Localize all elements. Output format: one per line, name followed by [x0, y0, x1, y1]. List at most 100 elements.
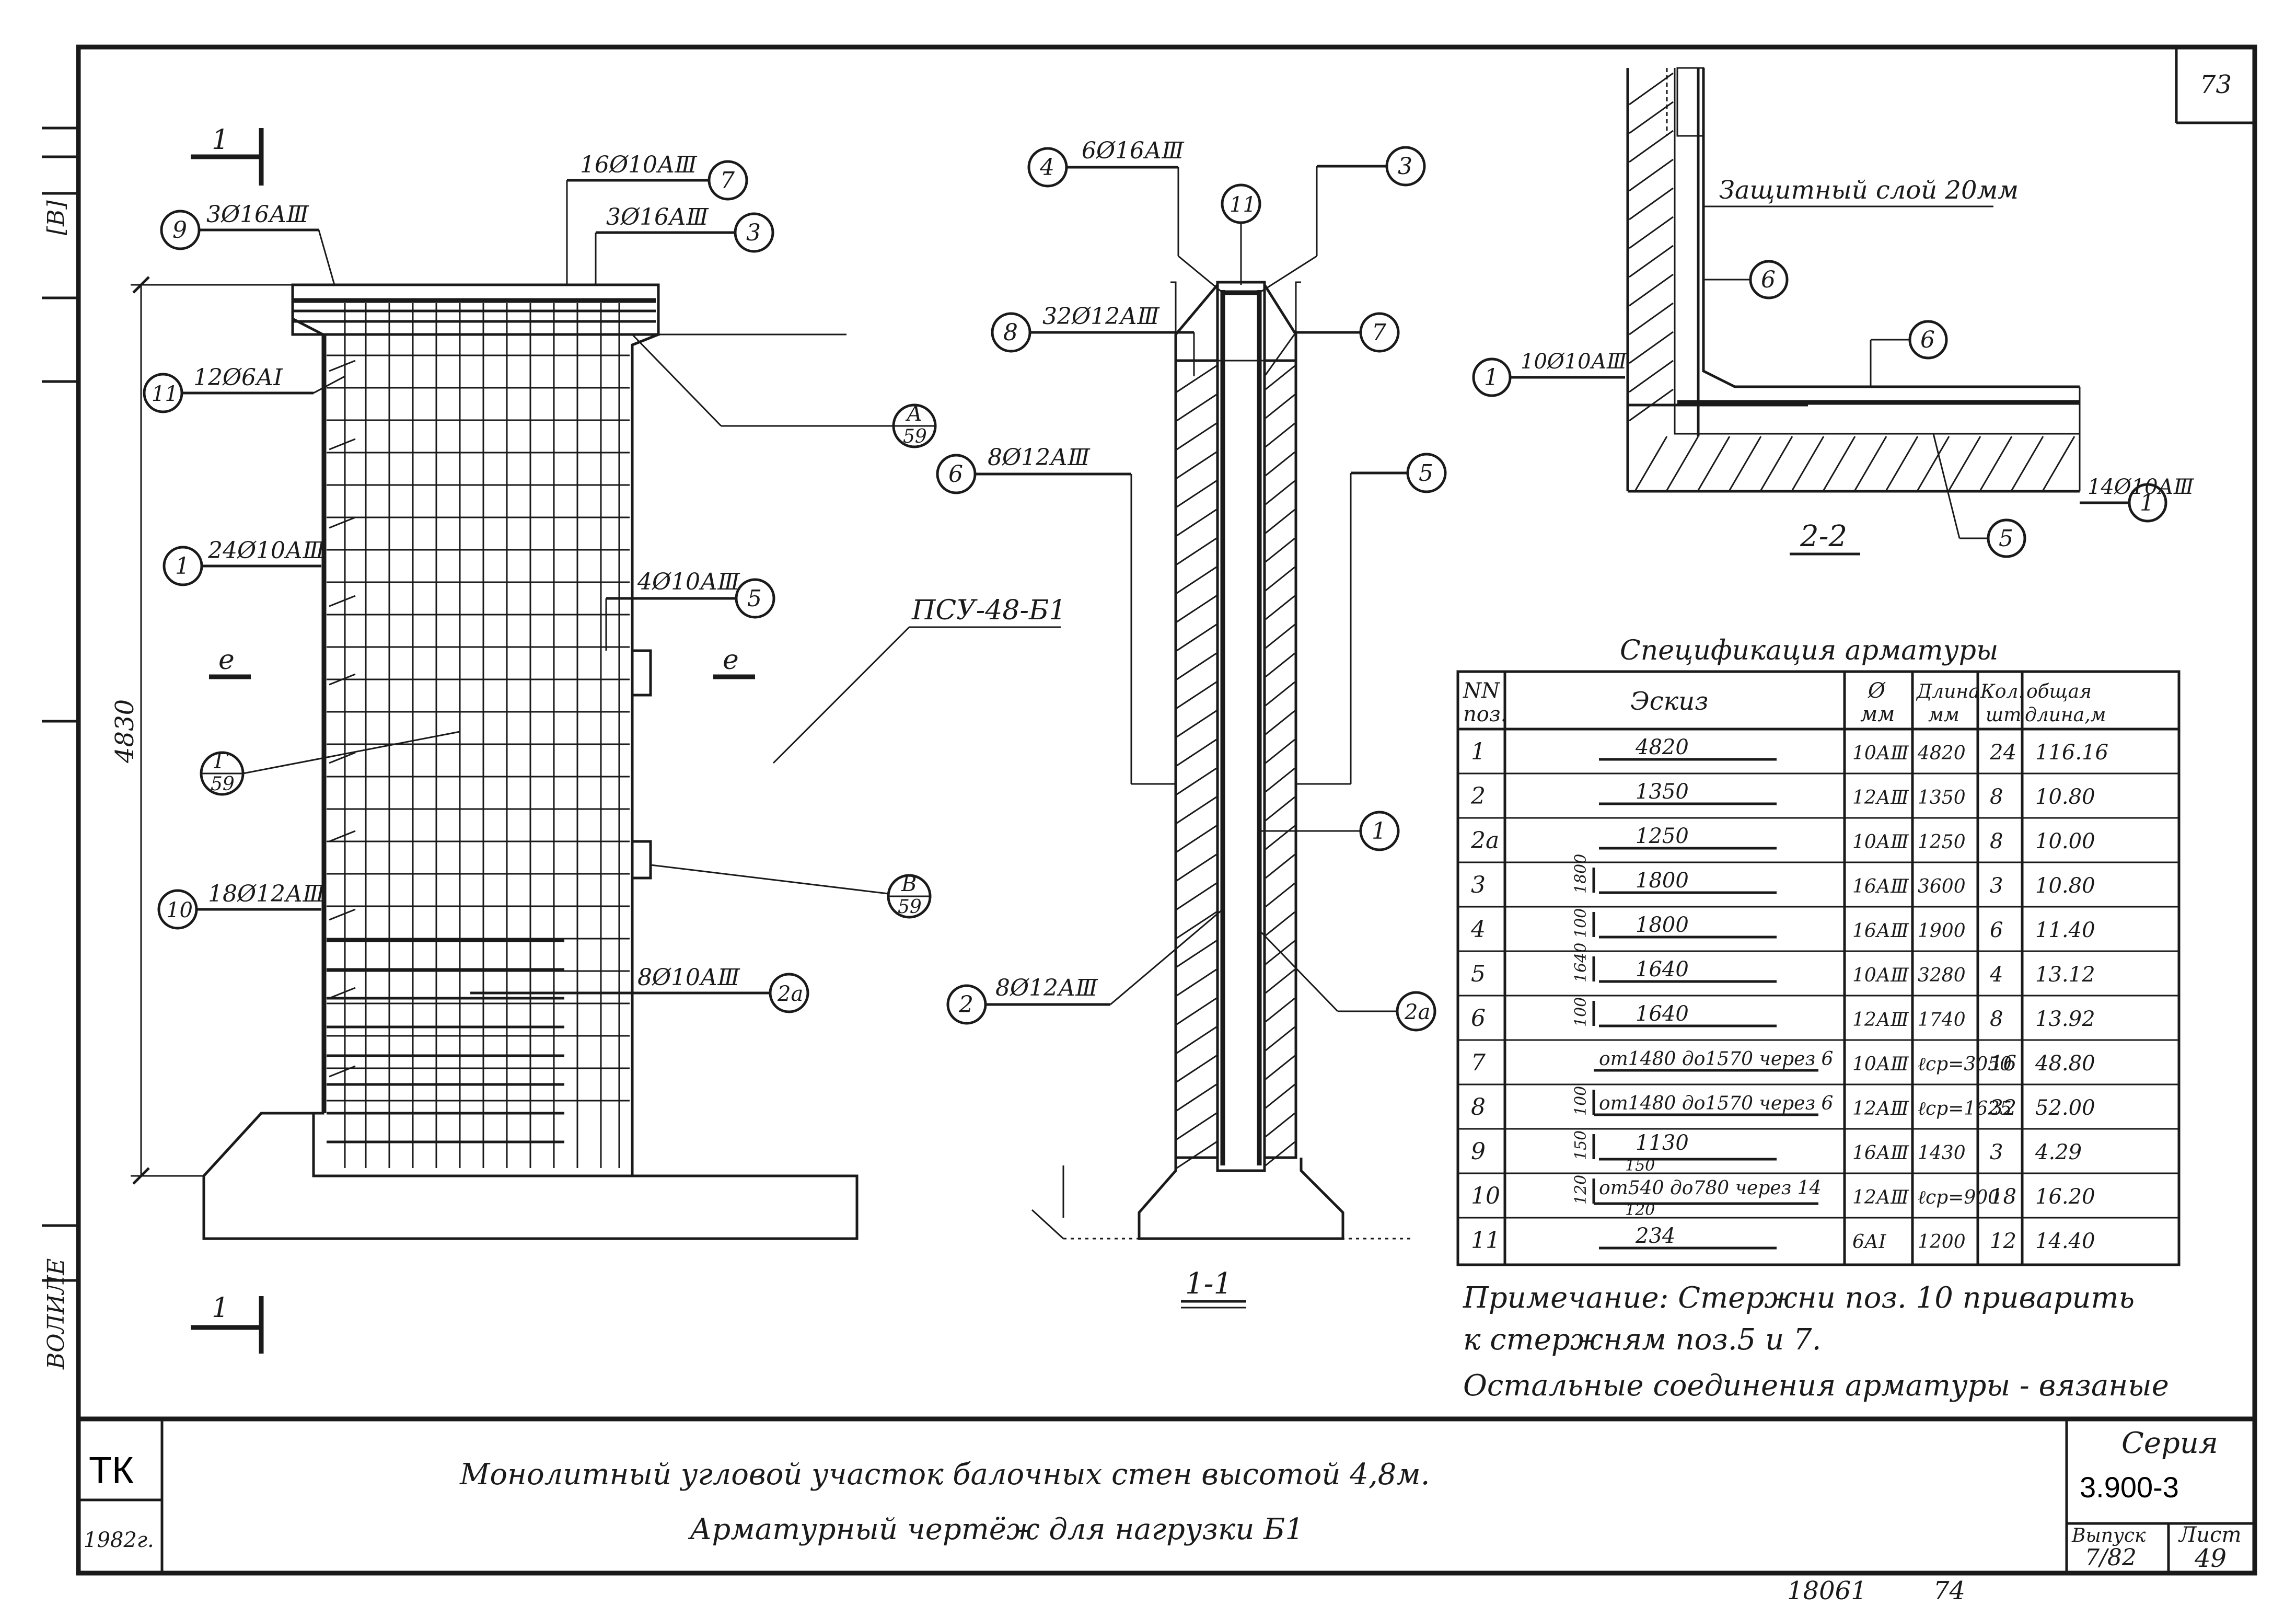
sec11-callout-11 [1221, 183, 1261, 285]
detail-ref-v-bottom: 59 [898, 896, 922, 918]
detail-ref-v-top: В [901, 872, 917, 896]
hatch-line [1265, 1026, 1295, 1052]
sec11-callout-4-text: 6Ø16АⅢ [1082, 137, 1185, 164]
row-sketch-side-dim: 1640 [1572, 943, 1590, 983]
sec11-callout-5-num: 5 [1419, 460, 1433, 487]
hatch-line [1176, 623, 1217, 652]
spec-header-qty-1: Кол. [1980, 681, 2024, 702]
section-mark-bottom-label: 1 [212, 1292, 229, 1324]
row-sketch-dim: 1640 [1636, 1002, 1689, 1026]
hatch-line [1265, 882, 1295, 908]
sec22-callout-1a-text: 10Ø10АⅢ [1521, 350, 1628, 374]
row-total: 10.80 [2035, 874, 2095, 898]
hatch-line [1666, 436, 1699, 491]
hatch-line [1634, 436, 1668, 491]
row-diameter: 10АⅢ [1852, 831, 1909, 853]
drawing-title-line-2: Арматурный чертёж для нагрузки Б1 [688, 1512, 1304, 1546]
hatch-line [1176, 595, 1217, 623]
hatch-line [1265, 509, 1295, 534]
hatch-line [1176, 911, 1217, 939]
hatch-line [1265, 681, 1295, 707]
sec22-callout-1b [2080, 483, 2167, 523]
row-total: 13.92 [2035, 1007, 2095, 1031]
row-total: 48.80 [2035, 1052, 2095, 1076]
row-sketch-side-dim: 100 [1572, 997, 1590, 1027]
sheet-number: 73 [2200, 70, 2232, 99]
detail-ref-a-top: А [905, 402, 922, 426]
row-pos: 9 [1471, 1138, 1486, 1165]
sec11-callout-5 [1296, 453, 1447, 785]
sec11-callout-3-num: 3 [1398, 153, 1412, 180]
section-2-2-drawing [1626, 67, 2081, 493]
hatch-line [1265, 710, 1295, 735]
hatch-line [1265, 825, 1295, 850]
row-length: ℓср=1625 [1918, 1098, 2012, 1119]
row-length: 4820 [1917, 743, 1966, 764]
bottom-code-left: 18061 [1787, 1576, 1867, 1606]
tie-mark [329, 516, 356, 529]
hatch-line [1629, 245, 1674, 278]
section-2-2-hatching [1629, 72, 2075, 491]
hatch-line [2011, 436, 2044, 491]
row-qty: 3 [1990, 1140, 2003, 1164]
row-sketch-dim: 1640 [1636, 957, 1689, 981]
row-length: 1350 [1918, 787, 1966, 808]
row-sketch-side-dim: 1800 [1572, 854, 1590, 894]
hatch-line [1176, 480, 1217, 508]
hatch-line [1176, 940, 1217, 968]
left-margin-vertical-text: ВОЛИЛЕ [43, 1258, 69, 1370]
callout-elev-1 [163, 546, 321, 586]
row-sketch-side-dim: 100 [1572, 908, 1590, 938]
section-1-1-title: 1-1 [1185, 1267, 1232, 1301]
spec-header-total-2: длина,м [2025, 704, 2106, 726]
callout-elev-9 [160, 210, 335, 285]
row-qty: 24 [1989, 741, 2016, 765]
detail-ref-g [200, 731, 460, 796]
spec-header-dia-2: мм [1860, 702, 1895, 726]
callout-elev-7-num: 7 [720, 167, 735, 194]
row-diameter: 16АⅢ [1852, 876, 1909, 897]
hatch-line [1265, 796, 1295, 822]
row-qty: 18 [1990, 1185, 2016, 1209]
tie-mark [329, 360, 356, 372]
row-sketch-side-dim: 100 [1572, 1086, 1590, 1116]
row-sketch-dim: 4820 [1635, 735, 1689, 759]
detail-ref-g-bottom: 59 [211, 773, 235, 795]
hatch-line [1979, 436, 2013, 491]
hatch-line [1885, 436, 1919, 491]
hatch-line [1176, 1141, 1217, 1169]
note-line-3: Остальные соединения арматуры - вязаные [1463, 1369, 2169, 1403]
row-qty: 12 [1990, 1229, 2016, 1253]
panel-label: ПСУ-48-Б1 [911, 595, 1066, 626]
row-total: 14.40 [2035, 1229, 2095, 1253]
sec11-callout-2-num: 2 [958, 991, 973, 1018]
hatch-line [1823, 436, 1856, 491]
callout-elev-2a-text: 8Ø10АⅢ [637, 964, 740, 991]
row-diameter: 12АⅢ [1852, 1009, 1909, 1031]
detail-ref-a [631, 333, 937, 448]
row-total: 10.80 [2035, 785, 2095, 809]
row-qty: 8 [1990, 785, 2003, 809]
hatch-line [1176, 537, 1217, 565]
hatch-line [1629, 130, 1674, 163]
sec11-callout-8-text: 32Ø12АⅢ [1042, 303, 1160, 330]
callout-elev-10 [157, 889, 321, 930]
callout-elev-10-num: 10 [166, 898, 193, 922]
sec11-callout-2a-num: 2а [1404, 1000, 1430, 1024]
hatch-line [1176, 853, 1217, 882]
series-label: Серия [2121, 1426, 2218, 1460]
row-sketch-dim: 1130 [1636, 1131, 1689, 1155]
hatch-line [1854, 436, 1887, 491]
hatch-line [1629, 331, 1674, 364]
hatch-line [1176, 652, 1217, 680]
hatch-line [1791, 436, 1825, 491]
row-sketch-dim: от1480 до1570 через 6 [1599, 1048, 1833, 1070]
hatch-line [1176, 796, 1217, 824]
section-cut-mark-top [191, 128, 264, 186]
callout-elev-1-num: 1 [175, 553, 190, 580]
sec22-callout-5 [1932, 433, 2026, 558]
hatch-line [1176, 968, 1217, 997]
row-sketch-dim: от1480 до1570 через 6 [1599, 1093, 1833, 1114]
